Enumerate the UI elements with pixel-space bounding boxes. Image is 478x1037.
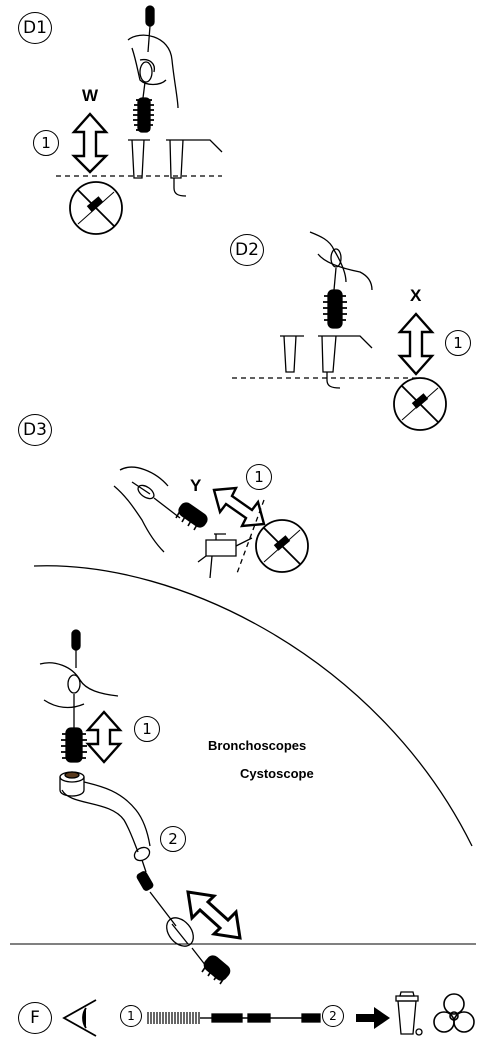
region-curve xyxy=(33,565,473,847)
e-up-down-arrow xyxy=(85,710,123,764)
f-count-badge-1: 1 xyxy=(120,1005,142,1027)
d3-diagonal-arrow xyxy=(212,486,266,528)
arrow-label-y: Y xyxy=(190,476,202,495)
d1-count-badge: 1 xyxy=(33,130,59,156)
no-brush-prohibition-icon xyxy=(393,377,447,431)
d2-up-down-arrow xyxy=(397,312,435,376)
step-badge-f: F xyxy=(18,1002,52,1034)
arrow-label-x: X xyxy=(410,286,422,305)
brush-icon xyxy=(147,1012,321,1024)
arrow-right-icon xyxy=(356,1007,390,1029)
e-count-badge-2: 2 xyxy=(160,826,186,852)
e-diagonal-arrow xyxy=(186,890,242,940)
d2-count-badge: 1 xyxy=(445,330,471,356)
eye-icon xyxy=(62,999,97,1037)
e-count-badge-1: 1 xyxy=(134,716,160,742)
d1-up-down-arrow xyxy=(71,112,109,174)
step-badge-d1: D1 xyxy=(18,12,52,44)
e-hand-with-brush xyxy=(39,629,119,763)
d2-hand-with-brush xyxy=(309,231,373,329)
waste-bin-icon xyxy=(395,991,423,1036)
no-brush-prohibition-icon xyxy=(69,181,123,235)
d3-count-badge: 1 xyxy=(246,464,272,490)
d1-hand-with-brush xyxy=(127,5,179,133)
caption-cystoscope: Cystoscope xyxy=(240,766,314,781)
d2-valve-ports xyxy=(280,335,373,389)
f-count-badge-2: 2 xyxy=(322,1005,344,1027)
caption-bronchoscopes: Bronchoscopes xyxy=(208,738,307,753)
step-badge-d2: D2 xyxy=(230,234,264,266)
e-valve-adapter xyxy=(59,771,154,891)
d1-valve-ports xyxy=(128,139,223,197)
arrow-label-w: W xyxy=(82,86,99,105)
biohazard-icon xyxy=(433,993,475,1033)
no-brush-prohibition-icon xyxy=(255,519,309,573)
step-badge-d3: D3 xyxy=(18,414,52,446)
d3-dashed-line xyxy=(235,499,265,577)
d3-hand-with-brush xyxy=(113,466,208,553)
d3-valve-ports xyxy=(197,533,253,579)
